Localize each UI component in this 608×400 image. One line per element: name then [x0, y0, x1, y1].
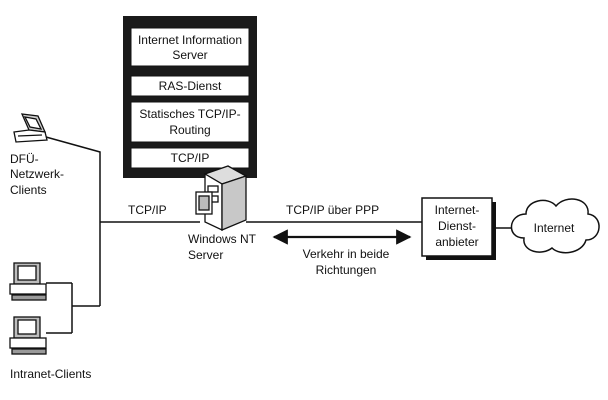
server-label-line: Windows NT: [188, 232, 257, 246]
traffic-label-line: Verkehr in beide: [303, 247, 390, 261]
isp-box: Internet- Dienst- anbieter: [421, 197, 496, 260]
dfu-link-line: [45, 136, 101, 306]
desktop-computer-icon: [9, 262, 47, 301]
stack-layer-label: Statisches TCP/IP-: [139, 107, 240, 121]
cloud-icon: Internet: [510, 198, 600, 254]
stack-layer-label: Routing: [169, 123, 210, 137]
internet-label: Internet: [534, 221, 575, 235]
stack-layer-iis: Internet Information Server: [130, 27, 250, 67]
stack-layer-label: RAS-Dienst: [159, 79, 222, 93]
stack-layer-ras: RAS-Dienst: [130, 75, 250, 97]
traffic-label: Verkehr in beide Richtungen: [303, 247, 390, 277]
stack-layer-routing: Statisches TCP/IP- Routing: [130, 101, 250, 143]
dfu-label-line: Netzwerk-: [10, 167, 64, 181]
lan-tcpip-label: TCP/IP: [128, 203, 167, 217]
isp-label-line: Dienst-: [438, 219, 476, 233]
isp-label-line: anbieter: [435, 235, 478, 249]
isp-label-line: Internet-: [435, 203, 480, 217]
desktop-computer-icon: [9, 316, 47, 355]
protocol-stack: Internet Information Server RAS-Dienst S…: [123, 16, 257, 178]
stack-layer-label: TCP/IP: [171, 151, 210, 165]
stack-layer-tcpip: TCP/IP: [130, 147, 250, 169]
server-tower-icon: [195, 165, 248, 232]
connection-lines: [45, 136, 512, 334]
laptop-icon: [13, 113, 48, 143]
intranet-clients-label: Intranet-Clients: [10, 367, 91, 381]
dfu-label-line: DFÜ-: [10, 152, 39, 166]
stack-layer-label: Server: [172, 48, 207, 62]
ppp-link-label: TCP/IP über PPP: [286, 203, 379, 217]
dfu-label-line: Clients: [10, 183, 47, 197]
dfu-clients-label: DFÜ- Netzwerk- Clients: [10, 152, 64, 197]
traffic-label-line: Richtungen: [316, 263, 377, 277]
server-label: Windows NT Server: [188, 232, 257, 262]
stack-layer-label: Internet Information: [138, 33, 242, 47]
server-label-line: Server: [188, 248, 223, 262]
